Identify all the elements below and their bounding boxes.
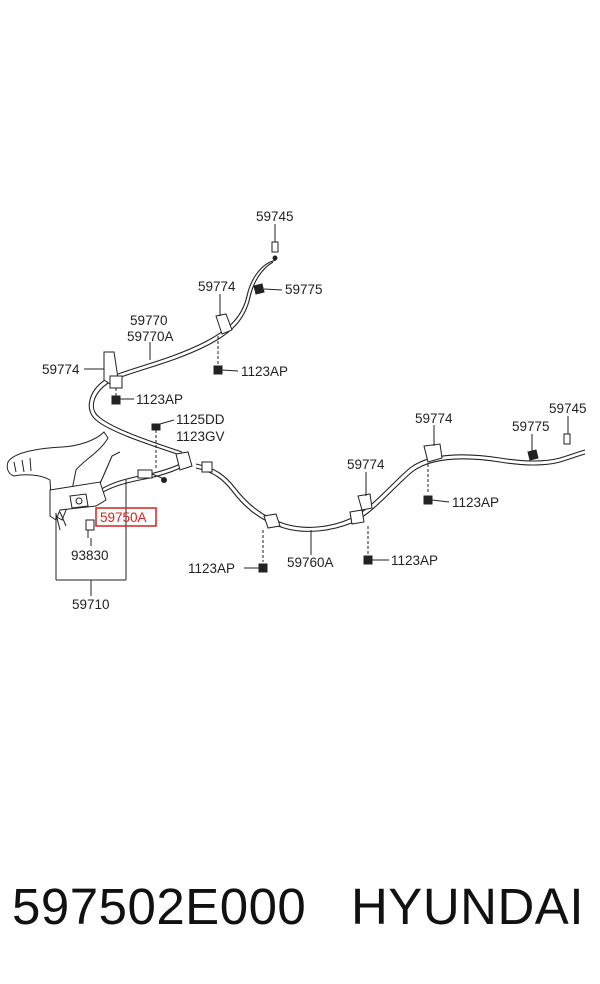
highlighted-part-59750A: 59750A xyxy=(95,507,157,527)
label-59770: 59770 xyxy=(130,313,168,328)
part-number: 597502E000 xyxy=(12,878,307,935)
clip-59745-right xyxy=(563,433,571,445)
label-59750A: 59750A xyxy=(100,510,147,525)
label-1123AP-a: 1123AP xyxy=(241,364,288,379)
label-59760A: 59760A xyxy=(287,555,334,570)
label-59745-right: 59745 xyxy=(549,401,587,416)
cable-lower-59760A xyxy=(195,449,586,532)
label-59774-right: 59774 xyxy=(415,411,453,426)
leader-lines xyxy=(55,224,569,596)
caption-bar: 597502E000 HYUNDAI xyxy=(12,872,590,942)
bolt-1123AP-d xyxy=(363,526,373,565)
brand-name: HYUNDAI xyxy=(350,878,584,935)
clip-59745-upper xyxy=(271,241,279,261)
label-1123AP-b: 1123AP xyxy=(136,392,183,407)
clip-59775-right xyxy=(527,449,539,461)
label-1123GV: 1123GV xyxy=(176,429,225,444)
label-59770A: 59770A xyxy=(127,329,174,344)
bolt-1123AP-c xyxy=(258,530,268,573)
label-59745-upper: 59745 xyxy=(256,209,294,224)
parking-brake-lever xyxy=(6,431,109,538)
label-59774-left: 59774 xyxy=(42,362,80,377)
bolt-1123AP-e xyxy=(423,464,433,505)
label-59774-mid: 59774 xyxy=(347,457,385,472)
label-1123AP-d: 1123AP xyxy=(391,553,438,568)
bolt-1123AP-a xyxy=(213,336,223,375)
clip-59774-right xyxy=(423,443,443,463)
cable-end-fittings xyxy=(109,375,281,529)
label-59775-right: 59775 xyxy=(512,419,550,434)
label-59710: 59710 xyxy=(72,597,110,612)
equalizer xyxy=(137,423,167,483)
clip-59774-upper xyxy=(215,300,233,335)
clip-59775-upper xyxy=(253,283,265,295)
clip-59774-mid xyxy=(349,493,373,525)
label-59775-upper: 59775 xyxy=(285,282,323,297)
label-1123AP-c: 1123AP xyxy=(188,561,235,576)
label-59774-upper: 59774 xyxy=(198,279,236,294)
label-1123AP-e: 1123AP xyxy=(452,495,499,510)
label-1125DD: 1125DD xyxy=(176,412,225,427)
label-93830: 93830 xyxy=(71,548,109,563)
bolt-1123AP-b xyxy=(111,388,121,405)
